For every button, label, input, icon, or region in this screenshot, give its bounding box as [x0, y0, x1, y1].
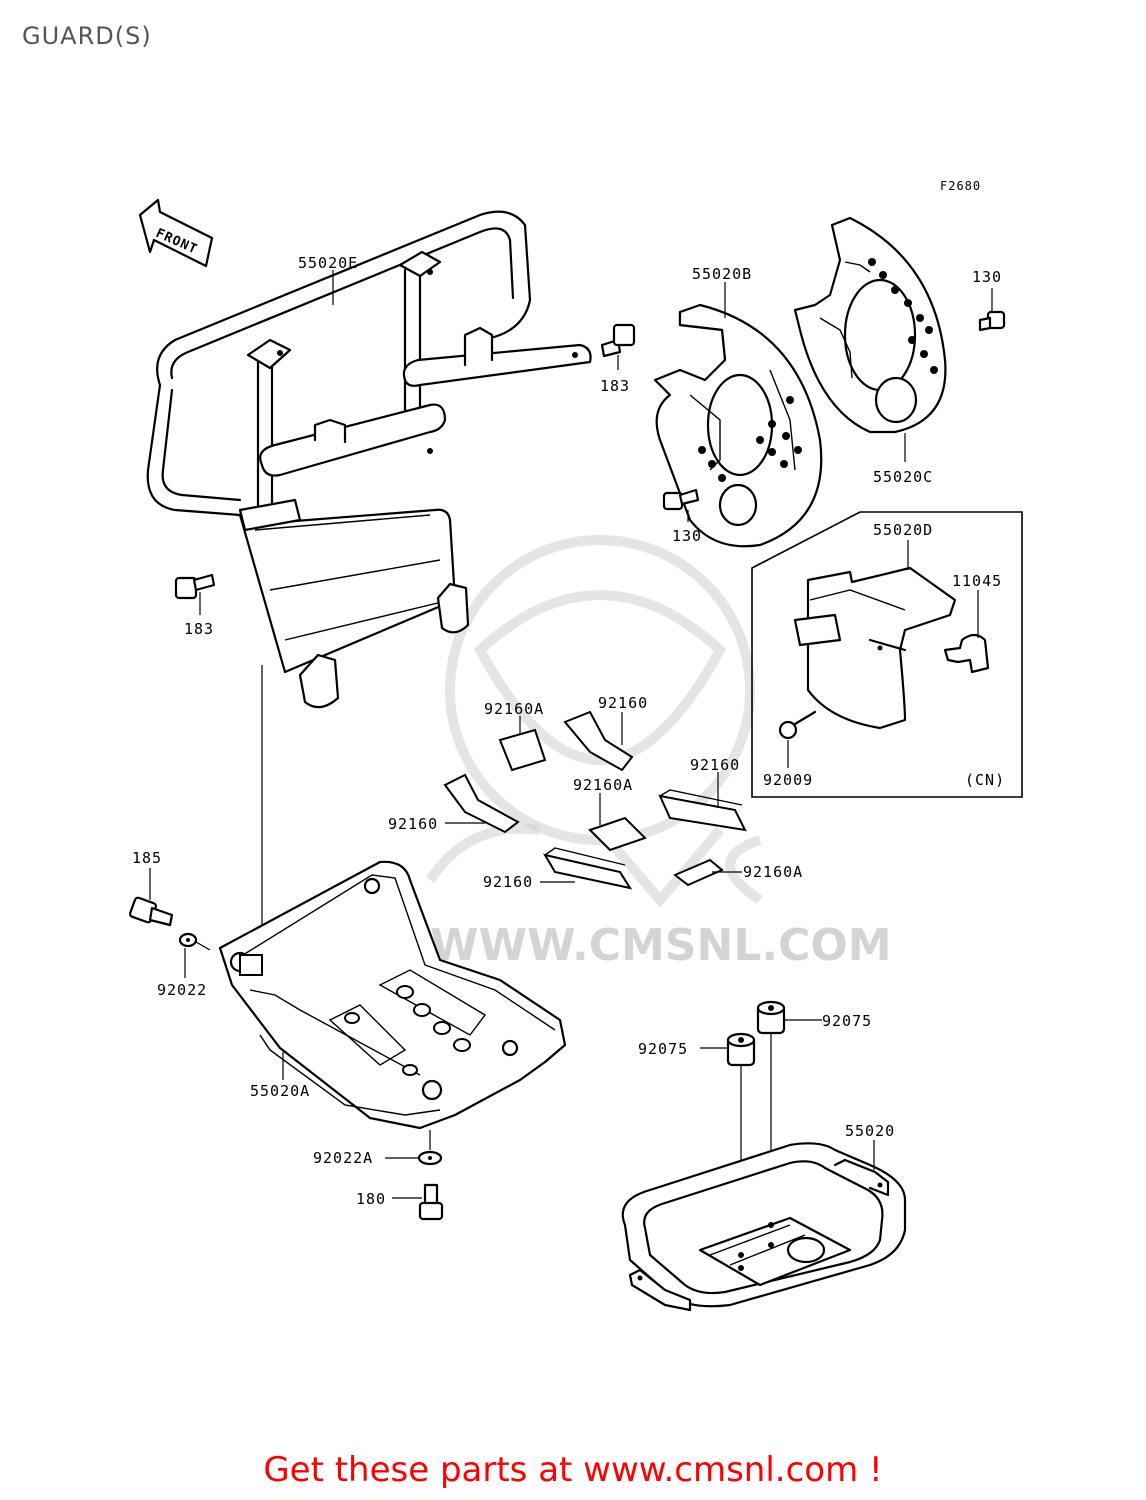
- callout-92160a-1[interactable]: 92160A: [484, 700, 544, 718]
- bolt-183-upper-icon[interactable]: [600, 323, 636, 358]
- callout-130-lower[interactable]: 130: [672, 527, 702, 545]
- callout-55020d[interactable]: 55020D: [873, 521, 933, 539]
- pad-92160a-3[interactable]: [673, 858, 724, 887]
- washer-92022-icon[interactable]: [178, 932, 198, 948]
- callout-92160-4[interactable]: 92160: [483, 873, 533, 891]
- callout-92160a-2[interactable]: 92160A: [573, 776, 633, 794]
- callout-92160-3[interactable]: 92160: [388, 815, 438, 833]
- callout-92160-1[interactable]: 92160: [598, 694, 648, 712]
- screw-92009-icon[interactable]: [778, 710, 817, 740]
- part-55020d-cover[interactable]: [793, 566, 957, 730]
- callout-92075-right[interactable]: 92075: [822, 1012, 872, 1030]
- callout-92022a[interactable]: 92022A: [313, 1149, 373, 1167]
- figure-code: F2680: [940, 179, 981, 193]
- callout-55020[interactable]: 55020: [845, 1122, 895, 1140]
- pad-92160a-2[interactable]: [588, 816, 647, 852]
- callout-55020e[interactable]: 55020E: [298, 254, 358, 272]
- part-55020-tray[interactable]: [621, 1142, 907, 1312]
- callout-92160a-3[interactable]: 92160A: [743, 863, 803, 881]
- bolt-183-lower-icon[interactable]: [174, 573, 216, 600]
- washer-92022a-icon[interactable]: [417, 1150, 443, 1166]
- callout-11045[interactable]: 11045: [952, 572, 1002, 590]
- bolt-130-upper-icon[interactable]: [978, 310, 1006, 332]
- callout-92075-left[interactable]: 92075: [638, 1040, 688, 1058]
- part-55020a-skid-plate[interactable]: [218, 860, 567, 1130]
- pad-92160-1[interactable]: [563, 710, 634, 772]
- inset-cn-label: (CN): [965, 771, 1005, 789]
- callout-183-lower[interactable]: 183: [184, 620, 214, 638]
- part-55020e-front-guard[interactable]: [146, 210, 592, 709]
- callout-55020c[interactable]: 55020C: [873, 468, 933, 486]
- callout-55020a[interactable]: 55020A: [250, 1082, 310, 1100]
- callout-92022[interactable]: 92022: [157, 981, 207, 999]
- front-arrow-icon: FRONT: [138, 198, 214, 268]
- page-title: GUARD(S): [22, 22, 152, 50]
- part-55020c-disc-guard[interactable]: [793, 216, 947, 434]
- bolt-130-lower-icon[interactable]: [662, 488, 700, 511]
- callout-130-upper[interactable]: 130: [972, 268, 1002, 286]
- callout-92009[interactable]: 92009: [763, 771, 813, 789]
- damper-92075-left-icon[interactable]: [726, 1032, 756, 1067]
- pad-92160-4[interactable]: [542, 847, 633, 890]
- pad-92160-3[interactable]: [443, 773, 520, 834]
- cta-link[interactable]: Get these parts at www.cmsnl.com !: [263, 1450, 883, 1490]
- callout-180[interactable]: 180: [356, 1190, 386, 1208]
- inset-cn-box: [751, 511, 1023, 798]
- damper-92075-right-icon[interactable]: [756, 1000, 786, 1035]
- pad-92160a-1[interactable]: [498, 728, 547, 772]
- watermark-text: WWW.CMSNL.COM: [430, 920, 892, 971]
- callout-55020b[interactable]: 55020B: [692, 265, 752, 283]
- part-55020b-disc-guard[interactable]: [653, 303, 823, 548]
- part-11045-clamp[interactable]: [943, 633, 990, 674]
- callout-183-upper[interactable]: 183: [600, 377, 630, 395]
- bolt-185-icon[interactable]: [128, 896, 174, 927]
- bolt-180-icon[interactable]: [418, 1183, 444, 1221]
- callout-92160-2[interactable]: 92160: [690, 756, 740, 774]
- callout-185[interactable]: 185: [132, 849, 162, 867]
- watermark-logo: WWW.CMSNL.COM: [425, 535, 892, 971]
